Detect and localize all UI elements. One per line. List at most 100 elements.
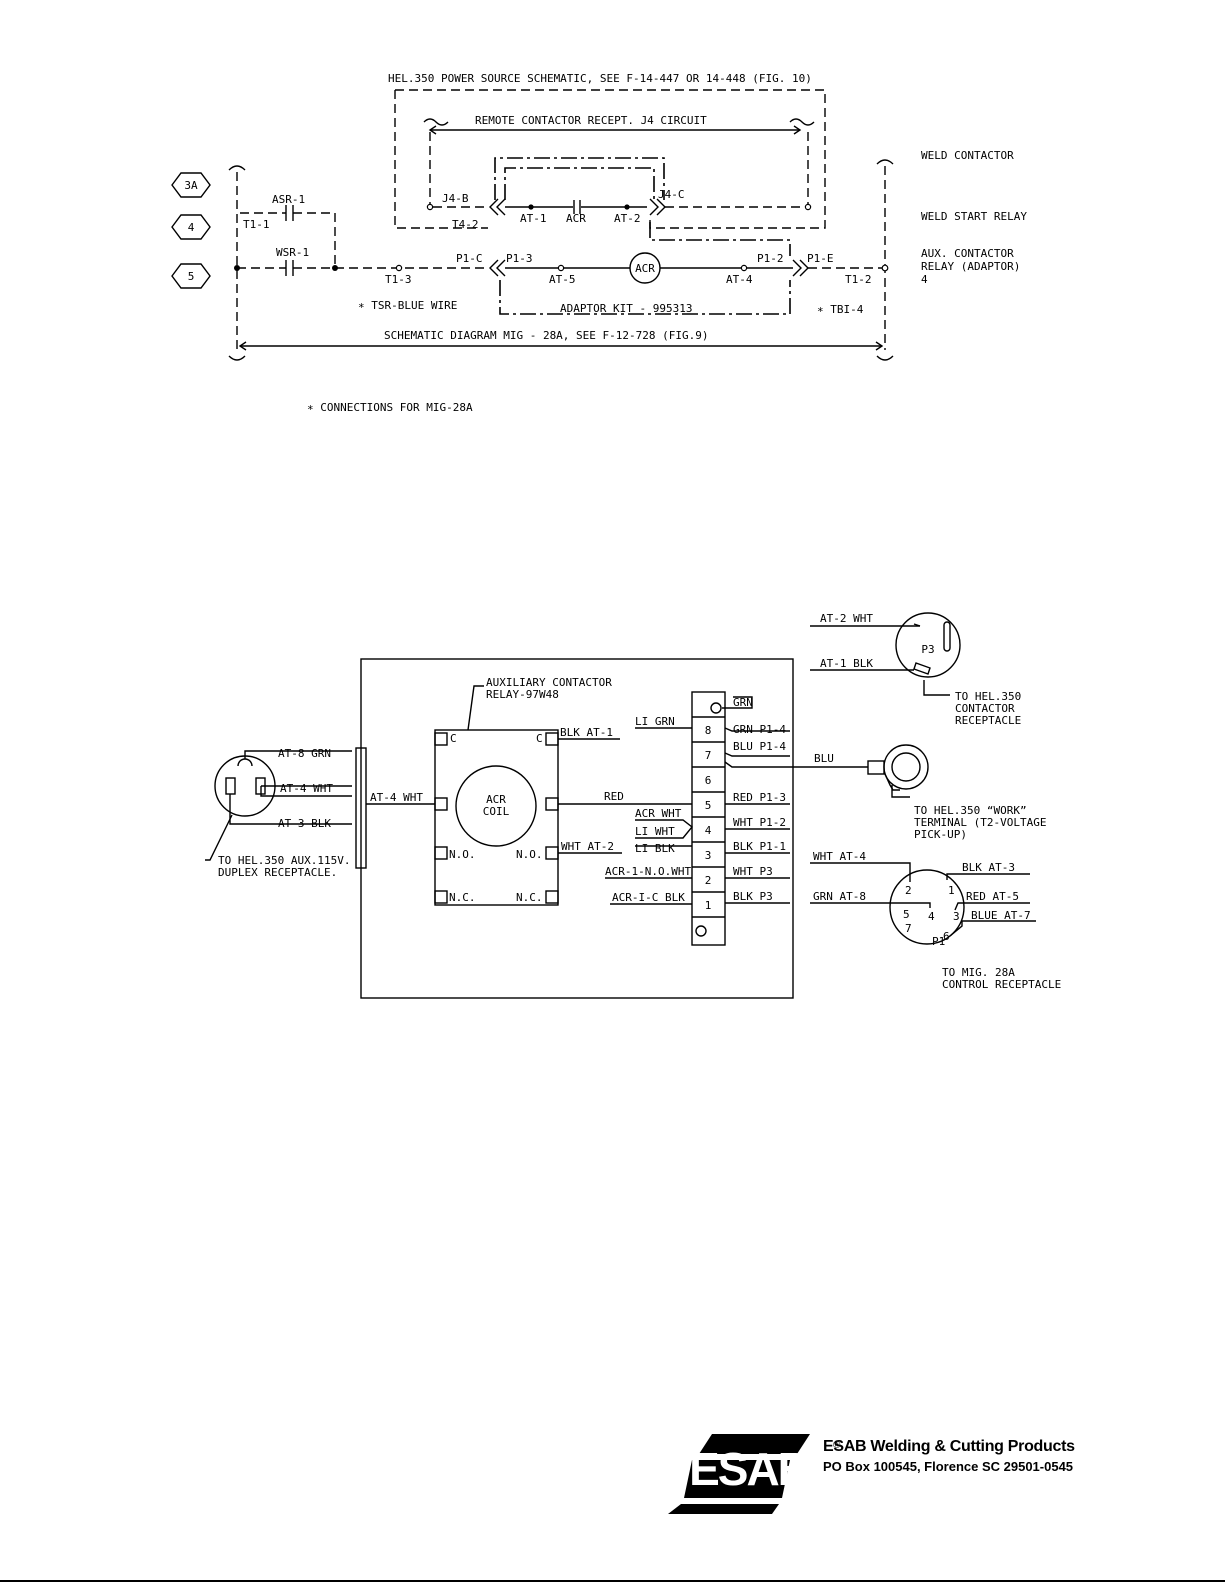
p1-label: P1 xyxy=(932,935,945,948)
adaptor-box-outer xyxy=(494,157,665,200)
p3-note: CONTACTOR xyxy=(955,702,1015,715)
relay-wire-label: RED xyxy=(604,790,624,803)
tsr-note: ∗ TSR-BLUE WIRE xyxy=(358,299,457,312)
p1-pin: 2 xyxy=(905,884,912,897)
p1-pin: 5 xyxy=(903,908,910,921)
at5-label: AT-5 xyxy=(549,273,576,286)
remote-arrow-right xyxy=(793,125,802,135)
relay-label: RELAY-97W48 xyxy=(486,688,559,701)
p1-wire-label: WHT AT-4 xyxy=(813,850,866,863)
terminal-j4b xyxy=(426,203,434,211)
tb-left-label: LI GRN xyxy=(635,715,675,728)
ring-note: TERMINAL (T2-VOLTAGE xyxy=(914,816,1046,829)
terminal-number: 3 xyxy=(705,849,712,862)
terminal-at1 xyxy=(528,204,534,210)
mig28a-title: SCHEMATIC DIAGRAM MIG - 28A, SEE F-12-72… xyxy=(384,329,709,342)
wsr1-label: WSR-1 xyxy=(276,246,309,259)
p3-label: P3 xyxy=(921,643,934,656)
svg-text:4: 4 xyxy=(188,221,195,234)
tb-right-label: BLK P1-1 xyxy=(733,840,786,853)
tb-left-label: LI WHT xyxy=(635,825,675,838)
asr1-label: ASR-1 xyxy=(272,193,305,206)
terminal-t13 xyxy=(395,264,403,272)
company-address: PO Box 100545, Florence SC 29501-0545 xyxy=(823,1459,1074,1474)
svg-text:5: 5 xyxy=(188,270,195,283)
at1-label: AT-1 xyxy=(520,212,547,225)
adaptor-kit-label: ADAPTOR KIT - 995313 xyxy=(560,302,692,315)
ring-wire-label: BLU xyxy=(814,752,834,765)
relay-wire-label: AT-4 WHT xyxy=(370,791,423,804)
hel350-title: HEL.350 POWER SOURCE SCHEMATIC, SEE F-14… xyxy=(388,72,812,85)
connector-chevron xyxy=(792,259,802,277)
coil-label: COIL xyxy=(483,805,510,818)
p1e-label: P1-E xyxy=(807,252,834,265)
mig-arrow-left xyxy=(238,341,247,351)
ladder-schematic: HEL.350 POWER SOURCE SCHEMATIC, SEE F-14… xyxy=(171,72,1027,414)
wiring-diagram: AT-8 GRN AT-4 WHT AT-3 BLK TO HEL.350 AU… xyxy=(205,612,1061,999)
p1-note: TO MIG. 28A xyxy=(942,966,1015,979)
terminal-strip xyxy=(691,691,726,946)
remote-arrow-left xyxy=(428,125,437,135)
acr-contact-gap xyxy=(573,200,581,214)
ring-note: PICK-UP) xyxy=(914,828,967,841)
acr-contact-label: ACR xyxy=(566,212,586,225)
relay-wire-label: WHT AT-2 xyxy=(561,840,614,853)
p3-wire-label: AT-2 WHT xyxy=(820,612,873,625)
terminal-number: 8 xyxy=(705,724,712,737)
p1-wire-label: BLUE AT-7 xyxy=(971,909,1031,922)
tb-left-label: ACR-1-N.O.WHT xyxy=(605,865,691,878)
contact-c-left: C xyxy=(450,732,457,745)
terminal-at2 xyxy=(624,204,630,210)
break-mark xyxy=(876,355,894,361)
junction xyxy=(332,265,338,271)
asr1-wire-right xyxy=(293,212,336,268)
line-ref-4: 4 xyxy=(171,214,211,240)
tb-right-label: BLU P1-4 xyxy=(733,740,786,753)
p1-wire-label: RED AT-5 xyxy=(966,890,1019,903)
p1c-label: P1-C xyxy=(456,252,483,265)
aux-contactor-label: AUX. CONTACTOR xyxy=(921,247,1014,260)
footer: ESAB ® ESAB Welding & Cutting Products P… xyxy=(665,1432,1105,1516)
relay-body xyxy=(434,729,559,906)
tb-left-label: ACR WHT xyxy=(635,807,682,820)
aux-contactor-label: RELAY (ADAPTOR) xyxy=(921,260,1020,273)
mount-screw xyxy=(695,925,707,937)
tb-right-label: WHT P1-2 xyxy=(733,816,786,829)
tb-left-label: ACR-I-C BLK xyxy=(612,891,685,904)
terminal-block: 8 7 6 5 4 3 2 1 LI GRN ACR WHT LI WHT LI… xyxy=(605,691,868,946)
relay-label: AUXILIARY CONTACTOR xyxy=(486,676,612,689)
esab-logo xyxy=(668,1434,810,1514)
line-ref-5: 5 xyxy=(171,263,211,289)
terminal-number: 4 xyxy=(705,824,712,837)
mig-arrow-right xyxy=(875,341,884,351)
duplex-plug: AT-8 GRN AT-4 WHT AT-3 BLK TO HEL.350 AU… xyxy=(205,747,352,879)
connections-footnote: ∗ CONNECTIONS FOR MIG-28A xyxy=(307,401,473,414)
weld-start-relay-label: WELD START RELAY xyxy=(921,210,1027,223)
junction xyxy=(234,265,240,271)
aux-contactor-relay: AUXILIARY CONTACTOR RELAY-97W48 C C N.O.… xyxy=(366,676,692,906)
p1-pin: 4 xyxy=(928,910,935,923)
coil-label: ACR xyxy=(486,793,506,806)
break-mark xyxy=(228,165,246,171)
p3-note: RECEPTACLE xyxy=(955,714,1021,727)
terminal-number: 5 xyxy=(705,799,712,812)
contact-nc-left: N.C. xyxy=(449,891,476,904)
break-mark xyxy=(876,159,894,165)
p1-note: CONTROL RECEPTACLE xyxy=(942,978,1061,991)
duplex-note: TO HEL.350 AUX.115V. xyxy=(218,854,350,867)
duplex-wire-label: AT-3 BLK xyxy=(278,817,331,830)
duplex-wire-label: AT-8 GRN xyxy=(278,747,331,760)
contact-no-left: N.O. xyxy=(449,848,476,861)
at4-label: AT-4 xyxy=(726,273,753,286)
p1-plug: P1 1 2 3 4 5 6 7 WHT AT-4 BLK AT-3 GRN A… xyxy=(810,850,1061,991)
break-mark xyxy=(228,355,246,361)
p1-pin: 7 xyxy=(905,922,912,935)
at2-label: AT-2 xyxy=(614,212,641,225)
connector-chevron xyxy=(489,259,499,277)
j4c-label: J4-C xyxy=(658,188,685,201)
company-name: ESAB Welding & Cutting Products xyxy=(823,1438,1075,1455)
p13-label: P1-3 xyxy=(506,252,533,265)
terminal-j4c xyxy=(804,203,812,211)
acr-coil xyxy=(455,765,537,847)
